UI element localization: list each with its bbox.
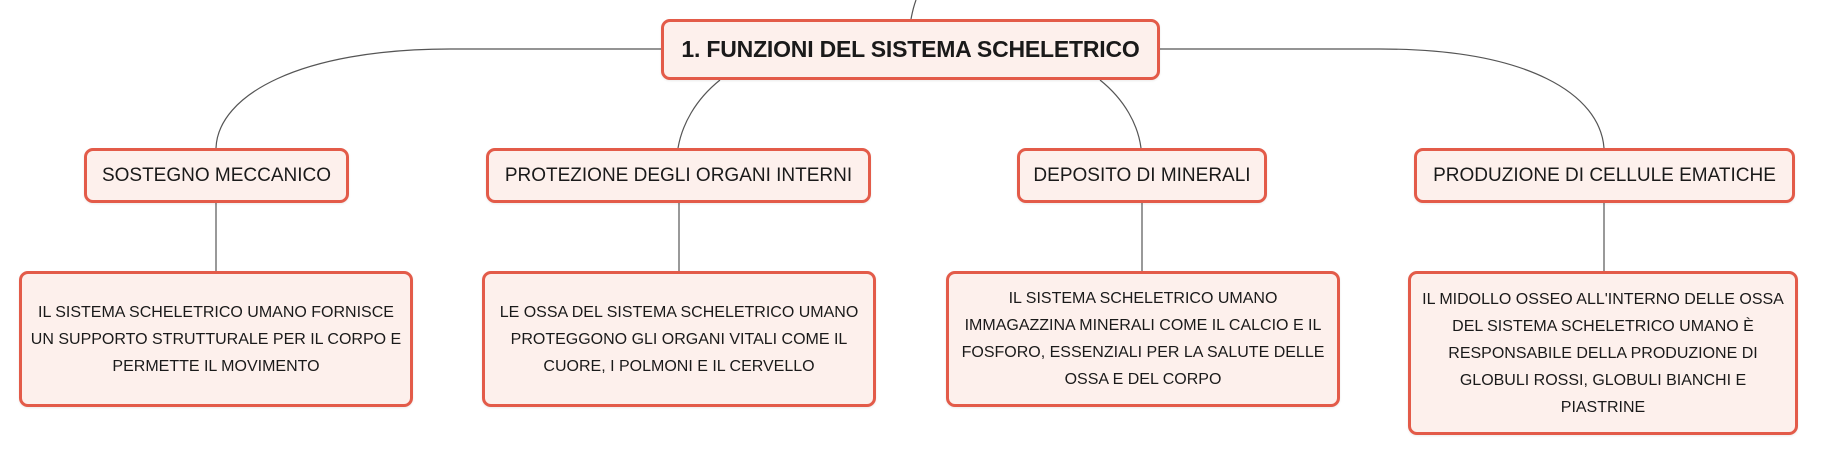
detail-node-deposito-minerali[interactable]: IL SISTEMA SCHELETRICO UMANO IMMAGAZZINA… [946,271,1340,407]
detail-node-produzione-cellule[interactable]: IL MIDOLLO OSSEO ALL'INTERNO DELLE OSSA … [1408,271,1798,435]
connector-root-to-deposito [1099,79,1142,149]
detail-text: IL SISTEMA SCHELETRICO UMANO IMMAGAZZINA… [961,290,1325,388]
detail-text: LE OSSA DEL SISTEMA SCHELETRICO UMANO PR… [499,303,859,375]
branch-label: PROTEZIONE DEGLI ORGANI INTERNI [504,164,853,186]
branch-label: SOSTEGNO MECCANICO [101,164,332,186]
branch-node-produzione-cellule[interactable]: PRODUZIONE DI CELLULE EMATICHE [1414,148,1795,203]
connector-root-to-sostegno [215,48,661,149]
detail-node-protezione-organi[interactable]: LE OSSA DEL SISTEMA SCHELETRICO UMANO PR… [482,271,876,407]
root-topic-label: 1. FUNZIONI DEL SISTEMA SCHELETRICO [681,36,1140,62]
connector-root-to-protezione [677,79,721,149]
detail-node-sostegno-meccanico[interactable]: IL SISTEMA SCHELETRICO UMANO FORNISCE UN… [19,271,413,407]
detail-text: IL MIDOLLO OSSEO ALL'INTERNO DELLE OSSA … [1422,290,1784,416]
branch-node-sostegno-meccanico[interactable]: SOSTEGNO MECCANICO [84,148,349,203]
branch-node-protezione-organi[interactable]: PROTEZIONE DEGLI ORGANI INTERNI [486,148,871,203]
branch-node-deposito-minerali[interactable]: DEPOSITO DI MINERALI [1017,148,1267,203]
branch-label: DEPOSITO DI MINERALI [1033,164,1251,186]
detail-text: IL SISTEMA SCHELETRICO UMANO FORNISCE UN… [30,303,402,375]
connector-from-parent [910,0,917,20]
branch-label: PRODUZIONE DI CELLULE EMATICHE [1433,164,1776,186]
connector-root-to-produzione [1160,48,1605,149]
root-topic-node[interactable]: 1. FUNZIONI DEL SISTEMA SCHELETRICO [661,19,1160,80]
